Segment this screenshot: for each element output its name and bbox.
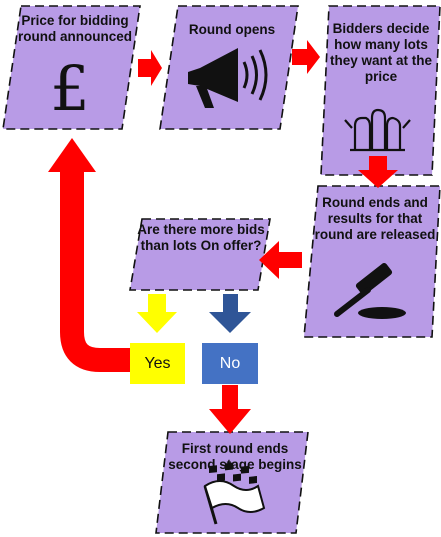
- question-label: Are there more bids than lots On offer?: [137, 222, 265, 253]
- gavel-icon: [334, 262, 406, 319]
- final-box: [155, 431, 309, 534]
- arrow-no-to-final: [209, 385, 251, 434]
- yes-label: Yes: [144, 355, 171, 372]
- round-ends-label: Round ends and results for that round ar…: [314, 195, 436, 242]
- arrow-opens-to-decide: [292, 40, 320, 74]
- bidders-decide-label: Bidders decide how many lots they want a…: [329, 21, 432, 84]
- no-label: No: [219, 355, 241, 372]
- round-opens-label: Round opens: [188, 22, 276, 37]
- arrow-decide-to-ends: [358, 156, 398, 188]
- final-label: First round ends second stage begins: [168, 441, 302, 472]
- arrow-question-to-yes: [137, 294, 177, 333]
- no-box: [202, 343, 258, 384]
- price-announced-label: Price for bidding round announced: [18, 13, 132, 44]
- checkered-flag-icon: [203, 462, 266, 525]
- arrow-price-to-opens: [138, 50, 162, 86]
- yes-box: [130, 343, 185, 384]
- megaphone-icon: [188, 48, 268, 108]
- arrow-ends-to-question: [259, 241, 302, 279]
- loop-arrow-body: [60, 170, 130, 372]
- pound-sign-icon: £: [50, 52, 89, 125]
- question-box: [129, 218, 271, 291]
- arrow-question-to-no: [209, 294, 251, 333]
- price-announced-box: [2, 5, 141, 130]
- loop-arrow-head: [48, 138, 96, 172]
- bidders-decide-box: [320, 5, 441, 176]
- round-ends-box: [303, 185, 441, 338]
- raised-hands-icon: [344, 108, 411, 152]
